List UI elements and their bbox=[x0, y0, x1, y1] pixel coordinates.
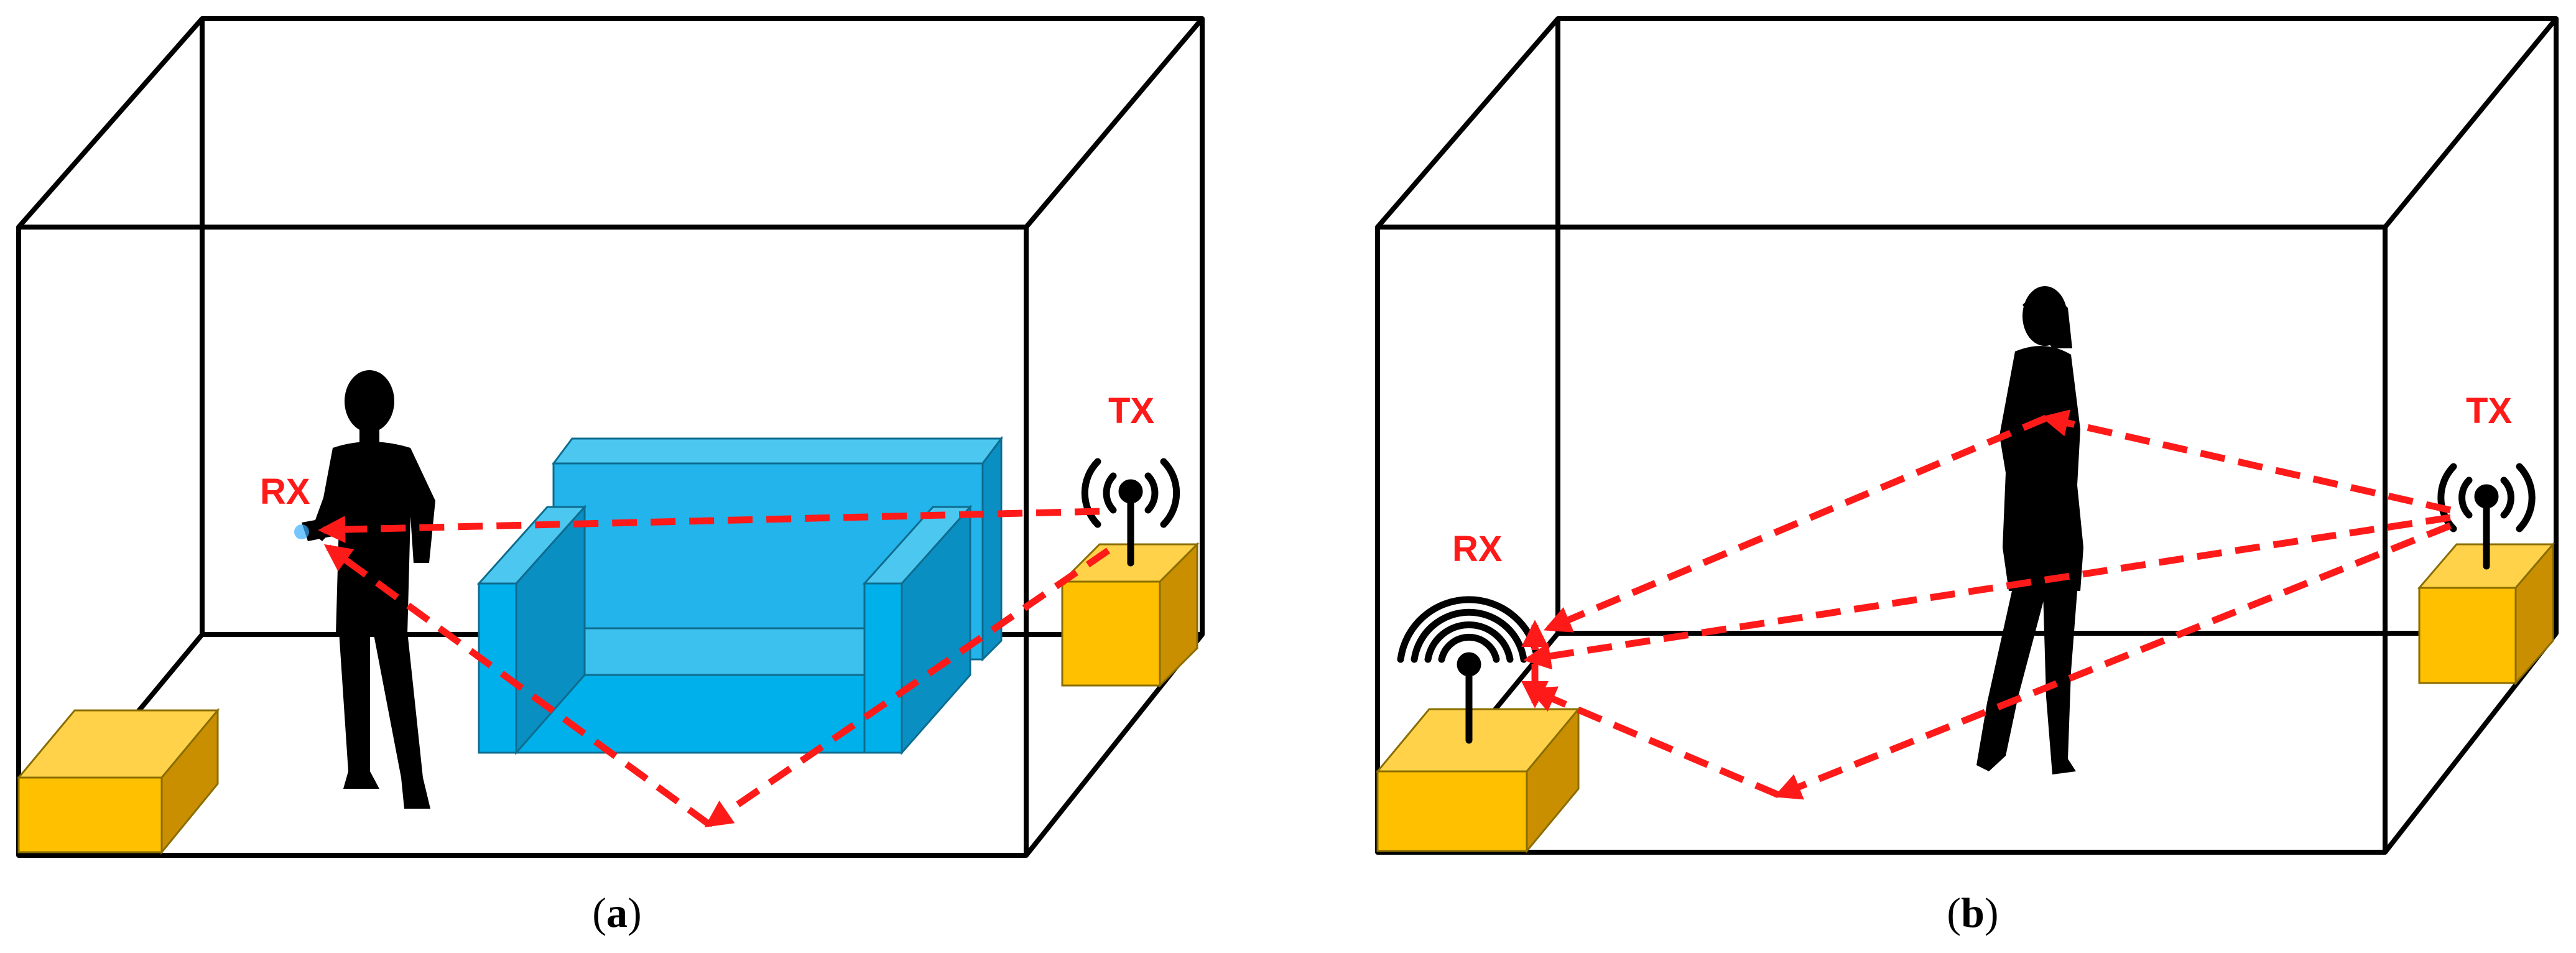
caption-b: (b) bbox=[1947, 889, 1998, 936]
phone-icon bbox=[294, 524, 309, 539]
signal-path-direct bbox=[318, 508, 1100, 544]
signal-path-direct-b bbox=[1523, 514, 2451, 670]
sofa-icon bbox=[476, 435, 1003, 755]
signal-path-floor-in-b bbox=[1773, 522, 2452, 800]
panel-a: RX TX (a) bbox=[16, 16, 1205, 936]
signal-path-floor-out bbox=[323, 544, 711, 827]
signal-path-floor-out-b bbox=[1527, 686, 1781, 799]
caption-a: (a) bbox=[592, 889, 641, 936]
signal-path-floor-in bbox=[704, 547, 1111, 827]
antenna-icon bbox=[2437, 463, 2536, 570]
box-a-left bbox=[16, 707, 220, 855]
box-a-right bbox=[1060, 542, 1200, 688]
signal-path-person-to-rx bbox=[1543, 414, 2048, 633]
tx-label-a: TX bbox=[1108, 391, 1154, 431]
person-silhouette-icon bbox=[302, 370, 435, 809]
rx-label-a: RX bbox=[260, 472, 310, 512]
panel-b: RX TX (b) bbox=[1375, 16, 2559, 936]
signal-paths-b bbox=[1521, 409, 2452, 800]
signal-path-to-person bbox=[2041, 409, 2452, 514]
tx-label-b: TX bbox=[2466, 391, 2512, 431]
rx-label-b: RX bbox=[1452, 529, 1503, 569]
signal-paths-a bbox=[318, 508, 1111, 827]
antenna-icon bbox=[1081, 458, 1180, 567]
woman-silhouette-icon bbox=[1976, 286, 2083, 774]
box-b-left bbox=[1375, 706, 1581, 854]
